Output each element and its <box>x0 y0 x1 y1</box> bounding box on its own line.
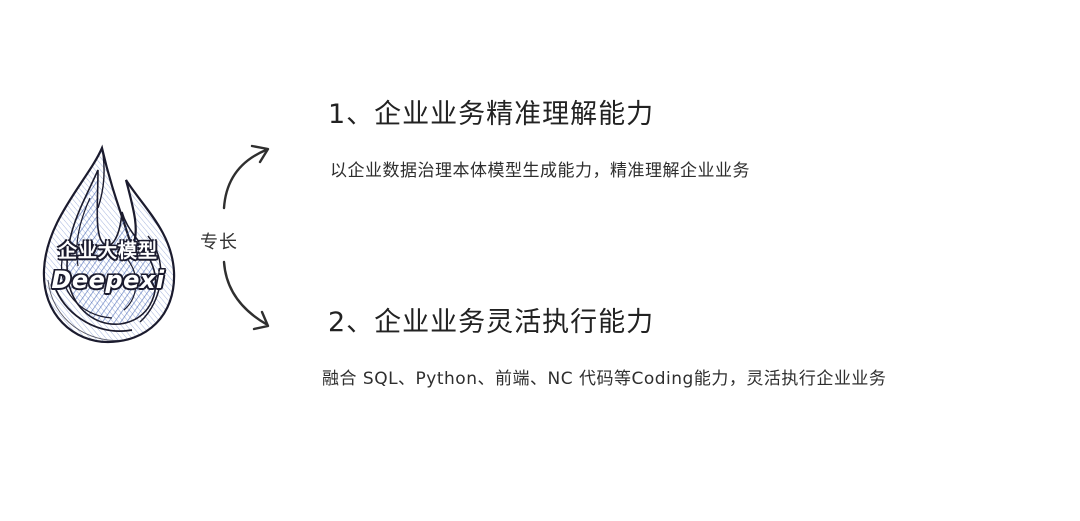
arrowhead-up-icon <box>250 144 270 164</box>
curved-arrow-up-icon <box>222 148 268 210</box>
logo-title: 企业大模型 <box>57 240 158 262</box>
item-1-heading: 1、企业业务精准理解能力 <box>328 99 655 130</box>
logo-name: Deepexi <box>51 266 165 294</box>
curved-arrow-down-icon <box>222 260 268 326</box>
connector-label: 专长 <box>200 232 238 253</box>
deepexi-logo: 企业大模型 Deepexi <box>28 140 188 350</box>
item-1-description: 以企业数据治理本体模型生成能力，精准理解企业业务 <box>330 161 750 181</box>
arrowhead-down-icon <box>252 310 270 331</box>
connector-arrows <box>222 144 270 331</box>
item-2-heading: 2、企业业务灵活执行能力 <box>328 307 655 338</box>
flame-drop-icon <box>42 144 176 344</box>
item-2-description: 融合 SQL、Python、前端、NC 代码等Coding能力，灵活执行企业业务 <box>322 369 887 389</box>
